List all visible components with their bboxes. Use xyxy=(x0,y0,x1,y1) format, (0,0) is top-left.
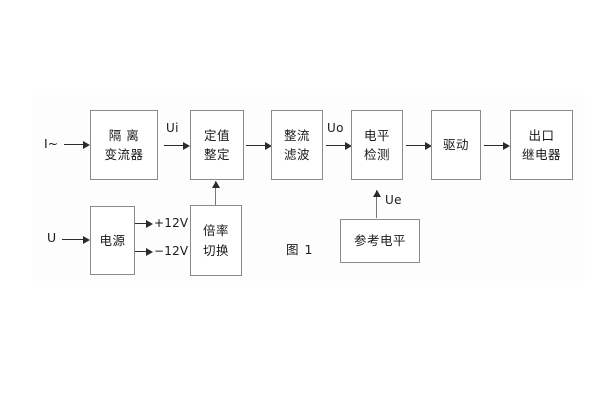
current-input-label: I~ xyxy=(44,136,59,151)
figure-caption: 图 1 xyxy=(286,242,314,257)
block-isolation-transformer: 隔 离 变流器 xyxy=(90,110,158,180)
arrow-rectify-to-level-detect xyxy=(326,141,352,150)
block-rectify-filter-line2: 滤波 xyxy=(283,147,310,162)
block-ratio-switch: 倍率 切换 xyxy=(190,205,242,276)
signal-label-ui: Ui xyxy=(166,121,179,135)
signal-label-ue: Ue xyxy=(385,193,402,207)
current-input-arrow xyxy=(64,140,90,149)
block-ratio-switch-line2: 切换 xyxy=(202,242,229,258)
block-isolation-transformer-line1: 隔 离 xyxy=(108,127,140,143)
arrow-rail-positive xyxy=(135,219,153,228)
block-rectify-filter: 整流 滤波 xyxy=(271,110,323,180)
voltage-input-label: U xyxy=(47,230,57,245)
block-reference-level-line1: 参考电平 xyxy=(353,233,406,249)
block-output-relay: 出口 继电器 xyxy=(510,110,573,180)
block-isolation-transformer-line2: 变流器 xyxy=(104,147,144,162)
block-level-detect-line2: 检测 xyxy=(363,147,390,162)
block-setting-adjust-line1: 定值 xyxy=(203,127,230,143)
block-level-detect: 电平 检测 xyxy=(351,110,403,180)
rail-negative-label: −12V xyxy=(154,244,189,258)
arrow-level-detect-to-drive xyxy=(406,141,432,150)
arrow-drive-to-output-relay xyxy=(484,141,510,150)
arrow-isolation-to-setting xyxy=(164,141,190,150)
block-level-detect-line1: 电平 xyxy=(363,127,390,143)
block-power-supply: 电源 xyxy=(90,206,135,275)
arrow-reference-to-level-detect xyxy=(372,190,381,218)
signal-label-uo: Uo xyxy=(327,121,344,135)
voltage-input-arrow xyxy=(62,235,90,244)
arrow-rail-negative xyxy=(135,247,153,256)
block-drive-line1: 驱动 xyxy=(442,137,469,153)
block-rectify-filter-line1: 整流 xyxy=(283,127,310,143)
block-output-relay-line2: 继电器 xyxy=(521,147,561,162)
block-drive: 驱动 xyxy=(431,110,481,180)
block-reference-level: 参考电平 xyxy=(340,219,420,263)
block-setting-adjust: 定值 整定 xyxy=(190,110,244,180)
arrow-setting-to-rectify xyxy=(246,141,272,150)
block-ratio-switch-line1: 倍率 xyxy=(202,223,229,239)
rail-positive-label: +12V xyxy=(154,216,189,230)
arrow-ratio-switch-to-setting xyxy=(211,181,220,205)
block-power-supply-line1: 电源 xyxy=(99,232,126,248)
block-setting-adjust-line2: 整定 xyxy=(203,147,230,162)
block-output-relay-line1: 出口 xyxy=(528,127,555,143)
